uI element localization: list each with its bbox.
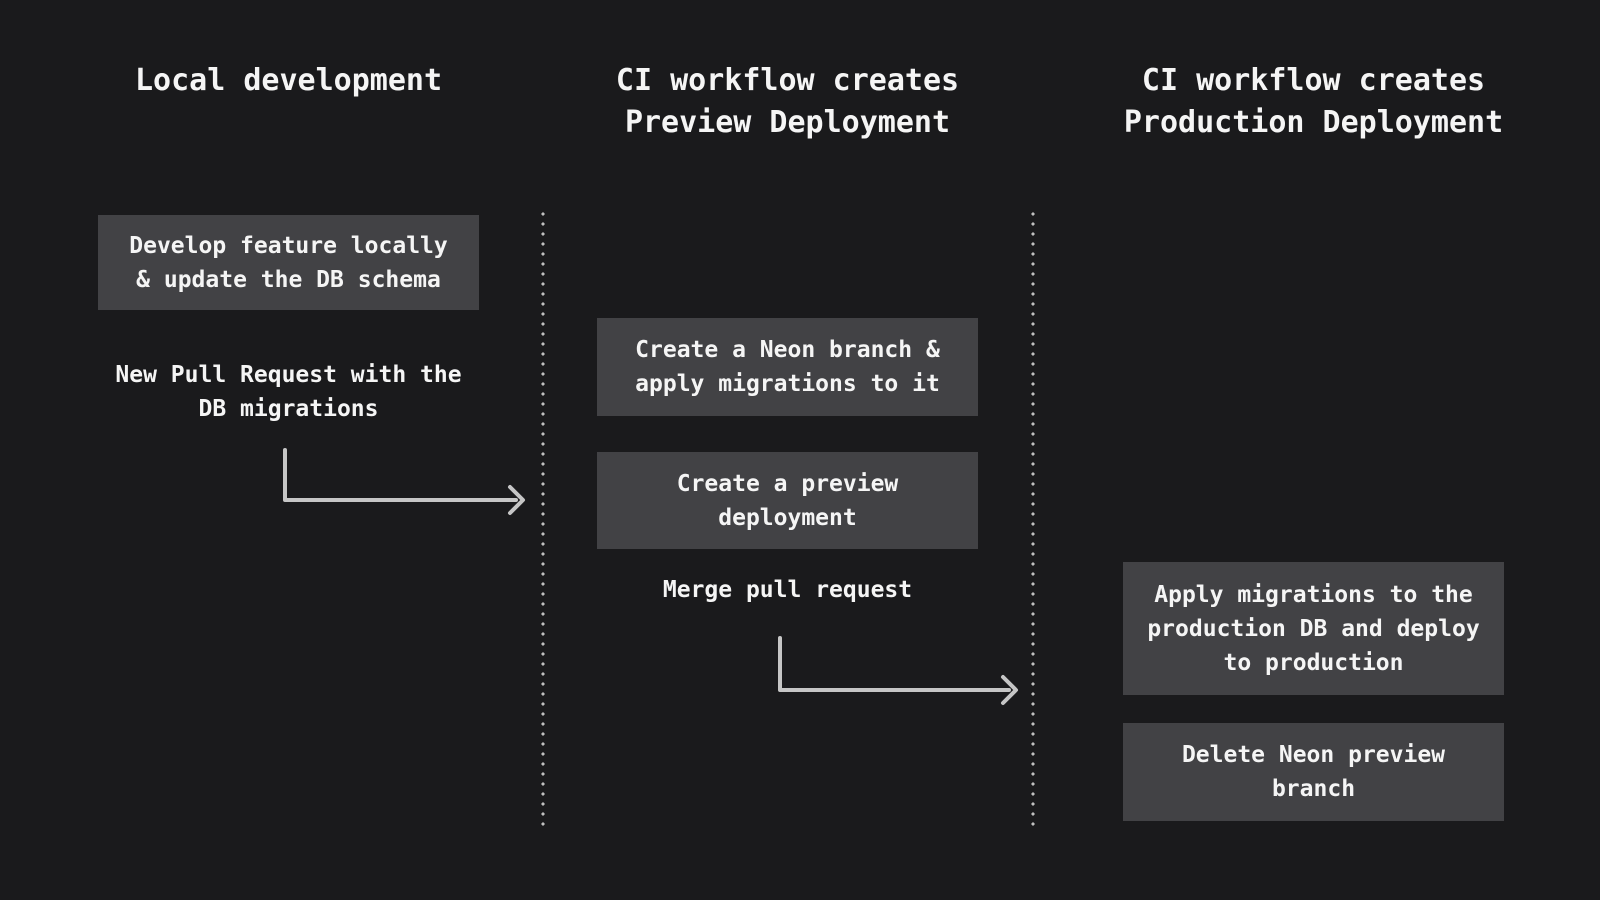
step-text-line: production DB and deploy	[1147, 615, 1480, 642]
step-text-line: Delete Neon preview	[1181, 742, 1446, 768]
arrow-merge-to-production	[778, 636, 1018, 705]
step-develop-feature-box: Develop feature locally & update the DB …	[98, 215, 479, 310]
step-apply-migrations-production-box: Apply migrations to the production DB an…	[1123, 562, 1504, 695]
step-text-line: DB migrations	[198, 396, 379, 422]
step-text-line: & update the DB schema	[136, 266, 441, 293]
step-text-line: apply migrations to it	[635, 371, 940, 397]
step-text-line: branch	[1271, 776, 1356, 802]
arrow-new-pr-to-preview	[283, 448, 525, 515]
arrow-head-icon	[1001, 675, 1018, 705]
header-line: CI workflow creates	[615, 63, 960, 98]
step-text-line: Apply migrations to the	[1154, 581, 1473, 608]
arrow-line	[778, 636, 1011, 692]
step-text-line: to production	[1223, 649, 1404, 676]
header-line: CI workflow creates	[1141, 63, 1486, 98]
header-line: Preview Deployment	[624, 105, 951, 140]
step-text-line: Create a preview	[676, 470, 899, 497]
step-text-line: Create a Neon branch &	[635, 337, 940, 363]
step-text-line: Develop feature locally	[129, 232, 448, 259]
step-text-line: New Pull Request with the	[115, 362, 462, 388]
step-text-line: Merge pull request	[662, 577, 913, 603]
header-line: Production Deployment	[1123, 105, 1504, 140]
step-delete-neon-preview-branch-box: Delete Neon preview branch	[1123, 723, 1504, 821]
arrow-head-icon	[508, 485, 525, 515]
column-header-production-deployment: CI workflow creates Production Deploymen…	[1123, 60, 1504, 144]
step-create-neon-branch-box: Create a Neon branch & apply migrations …	[597, 318, 978, 416]
column-header-local-development: Local development	[98, 60, 479, 102]
step-new-pull-request-label: New Pull Request with the DB migrations	[98, 358, 479, 426]
column-header-preview-deployment: CI workflow creates Preview Deployment	[597, 60, 978, 144]
step-text-line: deployment	[718, 504, 857, 531]
step-merge-pull-request-label: Merge pull request	[597, 573, 978, 607]
dotted-separator-preview-production	[1031, 210, 1035, 826]
arrow-line	[283, 448, 518, 502]
dotted-separator-local-preview	[541, 210, 545, 826]
step-create-preview-deployment-box: Create a preview deployment	[597, 452, 978, 549]
header-line: Local development	[134, 63, 443, 98]
